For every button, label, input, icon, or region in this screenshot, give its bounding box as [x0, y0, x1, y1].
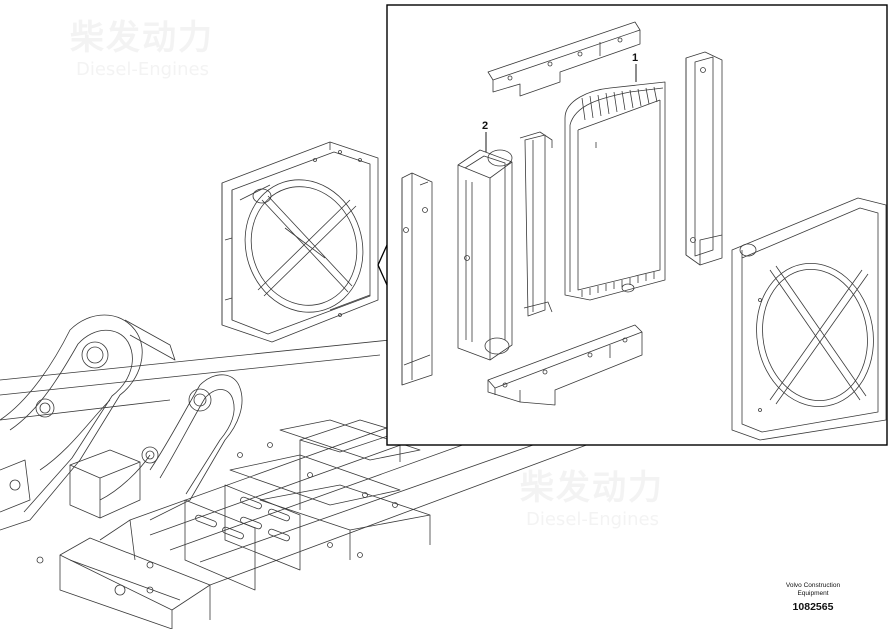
charge-air-cooler — [457, 149, 513, 361]
radiator-core — [564, 81, 666, 301]
middle-seal-strip — [519, 131, 553, 317]
top-mounting-bracket — [487, 21, 641, 97]
caption-category: Equipment — [797, 590, 829, 597]
callout-1-label: 1 — [632, 52, 639, 64]
drawing-caption: Volvo Construction Equipment 1082565 — [758, 582, 868, 613]
right-side-frame — [685, 51, 723, 266]
detail-view-parts — [401, 21, 887, 441]
bottom-mounting-bracket — [487, 324, 643, 406]
drawing-number: 1082565 — [792, 601, 834, 613]
detail-leader-line — [377, 244, 388, 266]
caption-brand: Volvo Construction — [785, 582, 841, 589]
detail-view-frame — [386, 4, 888, 446]
left-side-plate — [401, 172, 433, 386]
fan-shroud — [731, 197, 887, 441]
boom-brackets — [0, 314, 243, 561]
callout-2-label: 2 — [482, 120, 489, 132]
radiator-housing-assembled — [221, 141, 379, 343]
